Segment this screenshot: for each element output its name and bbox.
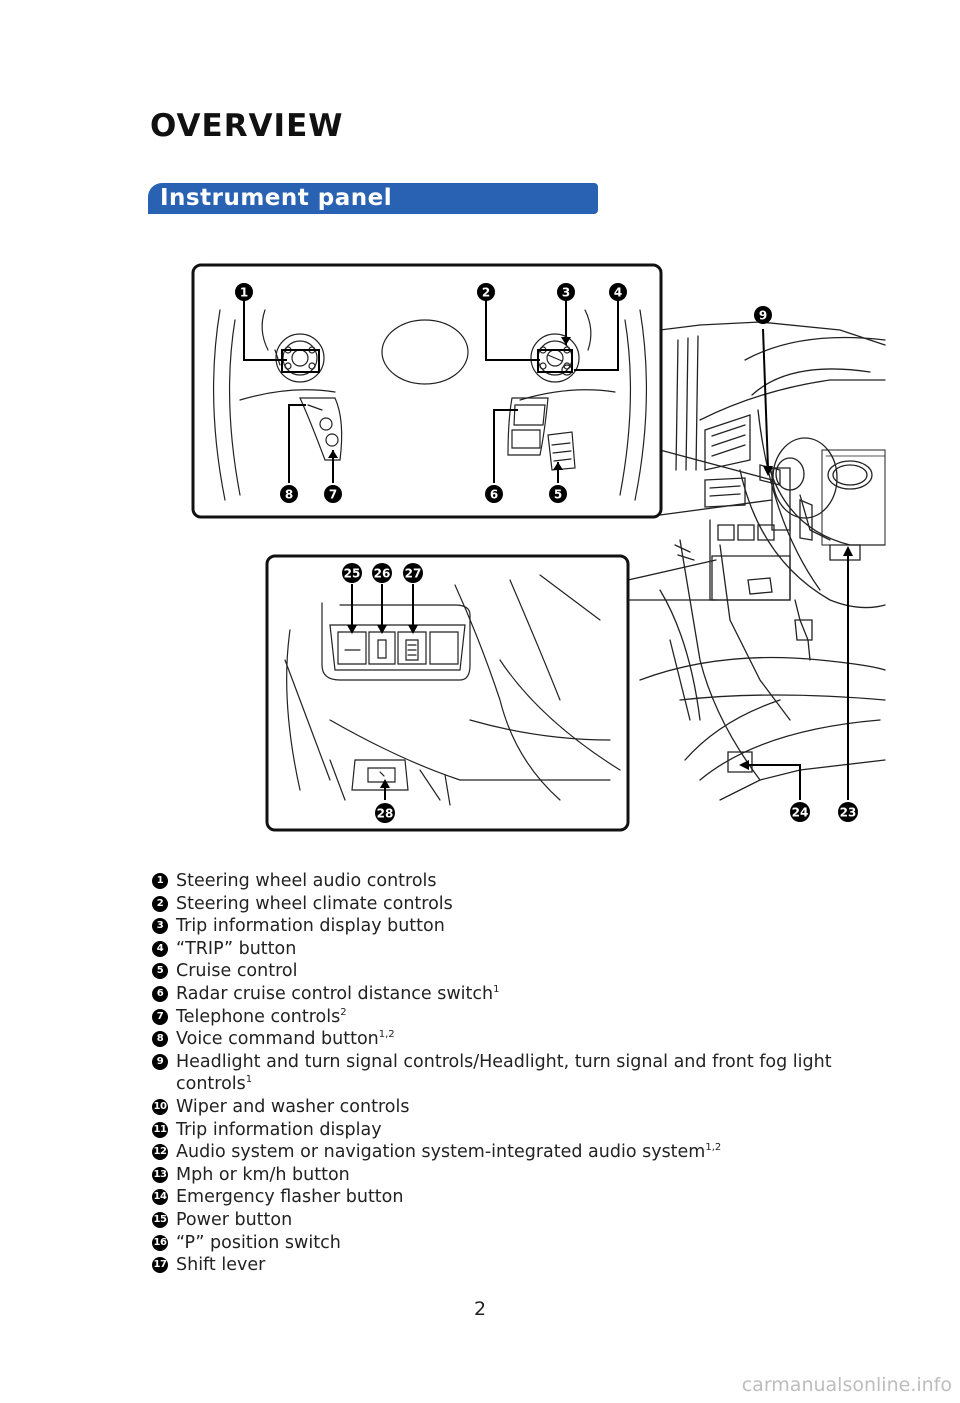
legend-text: Audio system or navigation system-integr… — [176, 1142, 706, 1163]
svg-text:27: 27 — [405, 567, 422, 581]
callout-25: 25 — [342, 563, 362, 583]
legend-text: Mph or km/h button — [176, 1164, 350, 1185]
legend-text: “P” position switch — [176, 1232, 341, 1253]
legend-text: Steering wheel audio controls — [176, 871, 437, 891]
callout-2: 2 — [477, 283, 495, 301]
legend-item: 14 Emergency flasher button — [152, 1186, 852, 1209]
legend-item: 11 Trip information display — [152, 1119, 852, 1142]
legend-number: 16 — [152, 1234, 168, 1251]
legend-number: 8 — [152, 1031, 168, 1048]
callout-7: 7 — [324, 485, 342, 503]
page-number: 2 — [473, 1298, 487, 1320]
legend-text: Radar cruise control distance switch — [176, 983, 494, 1004]
svg-text:23: 23 — [840, 806, 857, 820]
legend-number: 12 — [152, 1144, 168, 1161]
svg-text:2: 2 — [482, 286, 490, 300]
page-heading: OVERVIEW — [150, 108, 344, 144]
legend-number: 11 — [152, 1121, 168, 1138]
callout-5: 5 — [549, 485, 567, 503]
footnote-marker: 1,2 — [378, 1029, 395, 1041]
legend-number: 4 — [152, 940, 168, 957]
svg-text:9: 9 — [759, 309, 767, 323]
legend-item: 10 Wiper and washer controls — [152, 1096, 852, 1119]
legend-item: 2 Steering wheel climate controls — [152, 893, 852, 916]
svg-text:6: 6 — [490, 488, 498, 502]
callout-6: 6 — [485, 485, 503, 503]
callout-23: 23 — [838, 802, 858, 822]
callout-3: 3 — [557, 283, 575, 301]
section-title-bar — [148, 183, 598, 214]
legend-item: 17 Shift lever — [152, 1254, 852, 1277]
legend-text: Trip information display — [176, 1119, 382, 1140]
legend-item: 9 Headlight and turn signal controls/Head… — [152, 1051, 852, 1096]
footnote-marker: 1 — [245, 1074, 253, 1086]
legend-item: 3 Trip information display button — [152, 915, 852, 938]
legend-item: 13 Mph or km/h button — [152, 1164, 852, 1187]
legend-text: Emergency flasher button — [176, 1187, 404, 1208]
legend-number: 15 — [152, 1211, 168, 1228]
svg-text:5: 5 — [554, 488, 562, 502]
legend-number: 6 — [152, 985, 168, 1002]
callout-1: 1 — [235, 283, 253, 301]
footnote-marker: 2 — [340, 1006, 347, 1018]
svg-text:24: 24 — [792, 806, 809, 820]
callout-9: 9 — [754, 306, 772, 324]
callout-24: 24 — [790, 802, 810, 822]
legend-text: Power button — [176, 1209, 293, 1230]
legend-number: 17 — [152, 1257, 168, 1274]
svg-text:25: 25 — [344, 567, 361, 581]
legend-number: 2 — [152, 895, 168, 912]
legend-item: 6 Radar cruise control distance switch1 — [152, 983, 852, 1006]
svg-text:8: 8 — [285, 488, 293, 502]
legend-number: 9 — [152, 1053, 168, 1070]
legend-text: Cruise control — [176, 961, 298, 982]
watermark: carmanualsonline.info — [741, 1374, 952, 1396]
legend-text: Shift lever — [176, 1255, 266, 1276]
legend-number: 3 — [152, 918, 168, 935]
legend-text: Voice command button — [176, 1029, 379, 1050]
legend-number: 13 — [152, 1166, 168, 1183]
legend-item: 4 “TRIP” button — [152, 938, 852, 961]
legend-number: 5 — [152, 963, 168, 980]
legend-number: 10 — [152, 1098, 168, 1115]
section-title: Instrument panel — [160, 185, 393, 211]
footnote-marker: 1 — [493, 983, 500, 995]
callout-28: 28 — [375, 803, 395, 823]
legend-item: 8 Voice command button1,2 — [152, 1028, 852, 1051]
svg-text:28: 28 — [377, 807, 394, 821]
legend-item: 1 Steering wheel audio controls — [152, 870, 852, 893]
svg-text:3: 3 — [562, 286, 570, 300]
legend-number: 7 — [152, 1008, 168, 1025]
legend-text: Wiper and washer controls — [176, 1096, 410, 1117]
legend-text: Telephone controls — [176, 1006, 341, 1027]
callout-26: 26 — [372, 563, 392, 583]
legend-item: 16 “P” position switch — [152, 1232, 852, 1255]
legend-item: 7 Telephone controls2 — [152, 1006, 852, 1029]
callout-8: 8 — [280, 485, 298, 503]
legend-text: Headlight and turn signal controls/Headl… — [176, 1051, 832, 1095]
svg-text:7: 7 — [329, 488, 337, 502]
footnote-marker: 1,2 — [705, 1142, 722, 1154]
legend-list: 1 Steering wheel audio controls 2 Steering … — [152, 870, 852, 1277]
callout-27: 27 — [403, 563, 423, 583]
legend-item: 12 Audio system or navigation system-inte… — [152, 1141, 852, 1164]
callout-4: 4 — [609, 283, 627, 301]
legend-text: Trip information display button — [176, 916, 445, 937]
svg-text:26: 26 — [374, 567, 391, 581]
legend-number: 1 — [152, 873, 168, 889]
legend-item: 15 Power button — [152, 1209, 852, 1232]
legend-text: Steering wheel climate controls — [176, 893, 453, 914]
legend-text: “TRIP” button — [176, 938, 297, 959]
svg-text:1: 1 — [240, 286, 248, 300]
legend-item: 5 Cruise control — [152, 960, 852, 983]
legend-number: 14 — [152, 1189, 168, 1206]
svg-text:4: 4 — [614, 286, 622, 300]
